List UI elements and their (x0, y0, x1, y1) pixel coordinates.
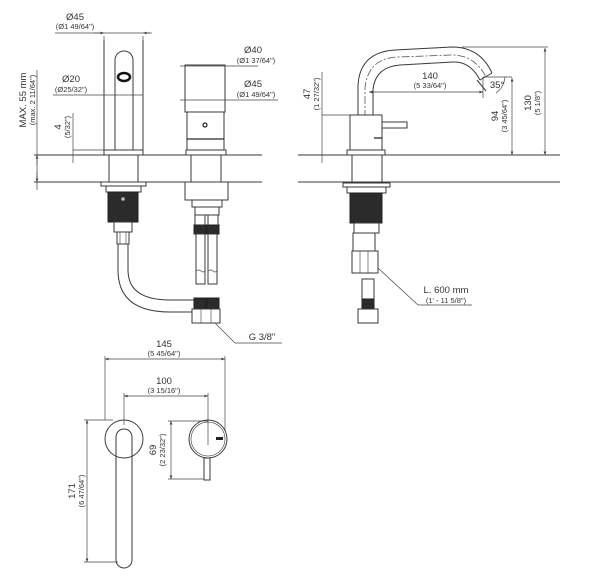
connection-thread-label: G 3/8" (249, 332, 276, 343)
handle-base-diameter-imperial: (Ø1 49/64") (237, 90, 276, 99)
aerator-outlet-icon (116, 71, 132, 83)
top-view: 145 (5 45/64") 100 (3 15/16") 69 (2 23/3… (67, 339, 228, 569)
handle-top-diameter-label: Ø40 (244, 45, 262, 56)
threaded-shank (107, 191, 139, 223)
max-deck-thickness-label: MAX. 55 mm (18, 72, 29, 127)
hex-nut (191, 308, 221, 324)
spout-angle-label: 35° (490, 80, 505, 91)
base-height-imperial: (5/32") (63, 115, 72, 138)
lever-top[interactable] (203, 457, 211, 481)
hex-nut-side (357, 308, 379, 324)
hose-length-imperial: (1' - 11 5/8") (426, 296, 467, 305)
hose-length-label: L. 600 mm (424, 285, 469, 296)
outlet-height-imperial: (3 45/64") (500, 99, 509, 132)
spout-diameter-label: Ø45 (66, 12, 84, 23)
spout-rosette (104, 419, 144, 459)
threaded-shank-side (349, 192, 383, 224)
center-distance-label: 100 (156, 376, 172, 387)
valve-handle-body (184, 64, 229, 324)
front-view: Ø45 (Ø1 49/64") Ø20 (Ø25/32") MAX. 55 mm… (18, 12, 282, 344)
outlet-height-label: 94 (490, 111, 501, 122)
handle-top-diameter-imperial: (Ø1 37/64") (237, 56, 276, 65)
handle-height-label: 47 (302, 89, 313, 100)
spout-arc (357, 46, 493, 160)
handle-length-imperial: (2 23/32") (158, 433, 167, 466)
spout-diameter-imperial: (Ø1 49/64") (56, 22, 95, 31)
handle-indicator-top (216, 437, 223, 440)
spout-reach-imperial: (5 33/64") (414, 81, 447, 90)
twin-supply-hoses (191, 214, 221, 324)
spout-top (115, 428, 133, 569)
overall-width-imperial: (5 45/64") (148, 349, 181, 358)
handle-height-imperial: (1 27/32") (312, 77, 321, 110)
flex-hose (117, 244, 198, 313)
spout-inner-diameter-label: Ø20 (62, 74, 80, 85)
spout-inner-diameter-imperial: (Ø25/32") (55, 85, 88, 94)
handle-indicator-icon (202, 122, 208, 128)
total-height-label: 130 (523, 95, 534, 111)
lever-handle[interactable] (381, 121, 408, 129)
handle-base-diameter-label: Ø45 (244, 79, 262, 90)
max-deck-thickness-imperial: (max. 2 11/64") (28, 74, 37, 125)
spout-body (100, 40, 147, 245)
handle-length-label: 69 (148, 445, 159, 456)
base-height-label: 4 (53, 124, 64, 129)
spout-reach-label: 140 (422, 71, 438, 82)
center-distance-imperial: (3 15/16") (148, 386, 181, 395)
spout-length-label: 171 (67, 483, 78, 499)
side-view: 47 (1 27/32") 140 (5 33/64") 35° 94 (3 4… (298, 46, 560, 324)
spout-length-imperial: (6 47/64") (77, 474, 86, 507)
overall-width-label: 145 (156, 339, 172, 350)
total-height-imperial: (5 1/8") (533, 90, 542, 115)
